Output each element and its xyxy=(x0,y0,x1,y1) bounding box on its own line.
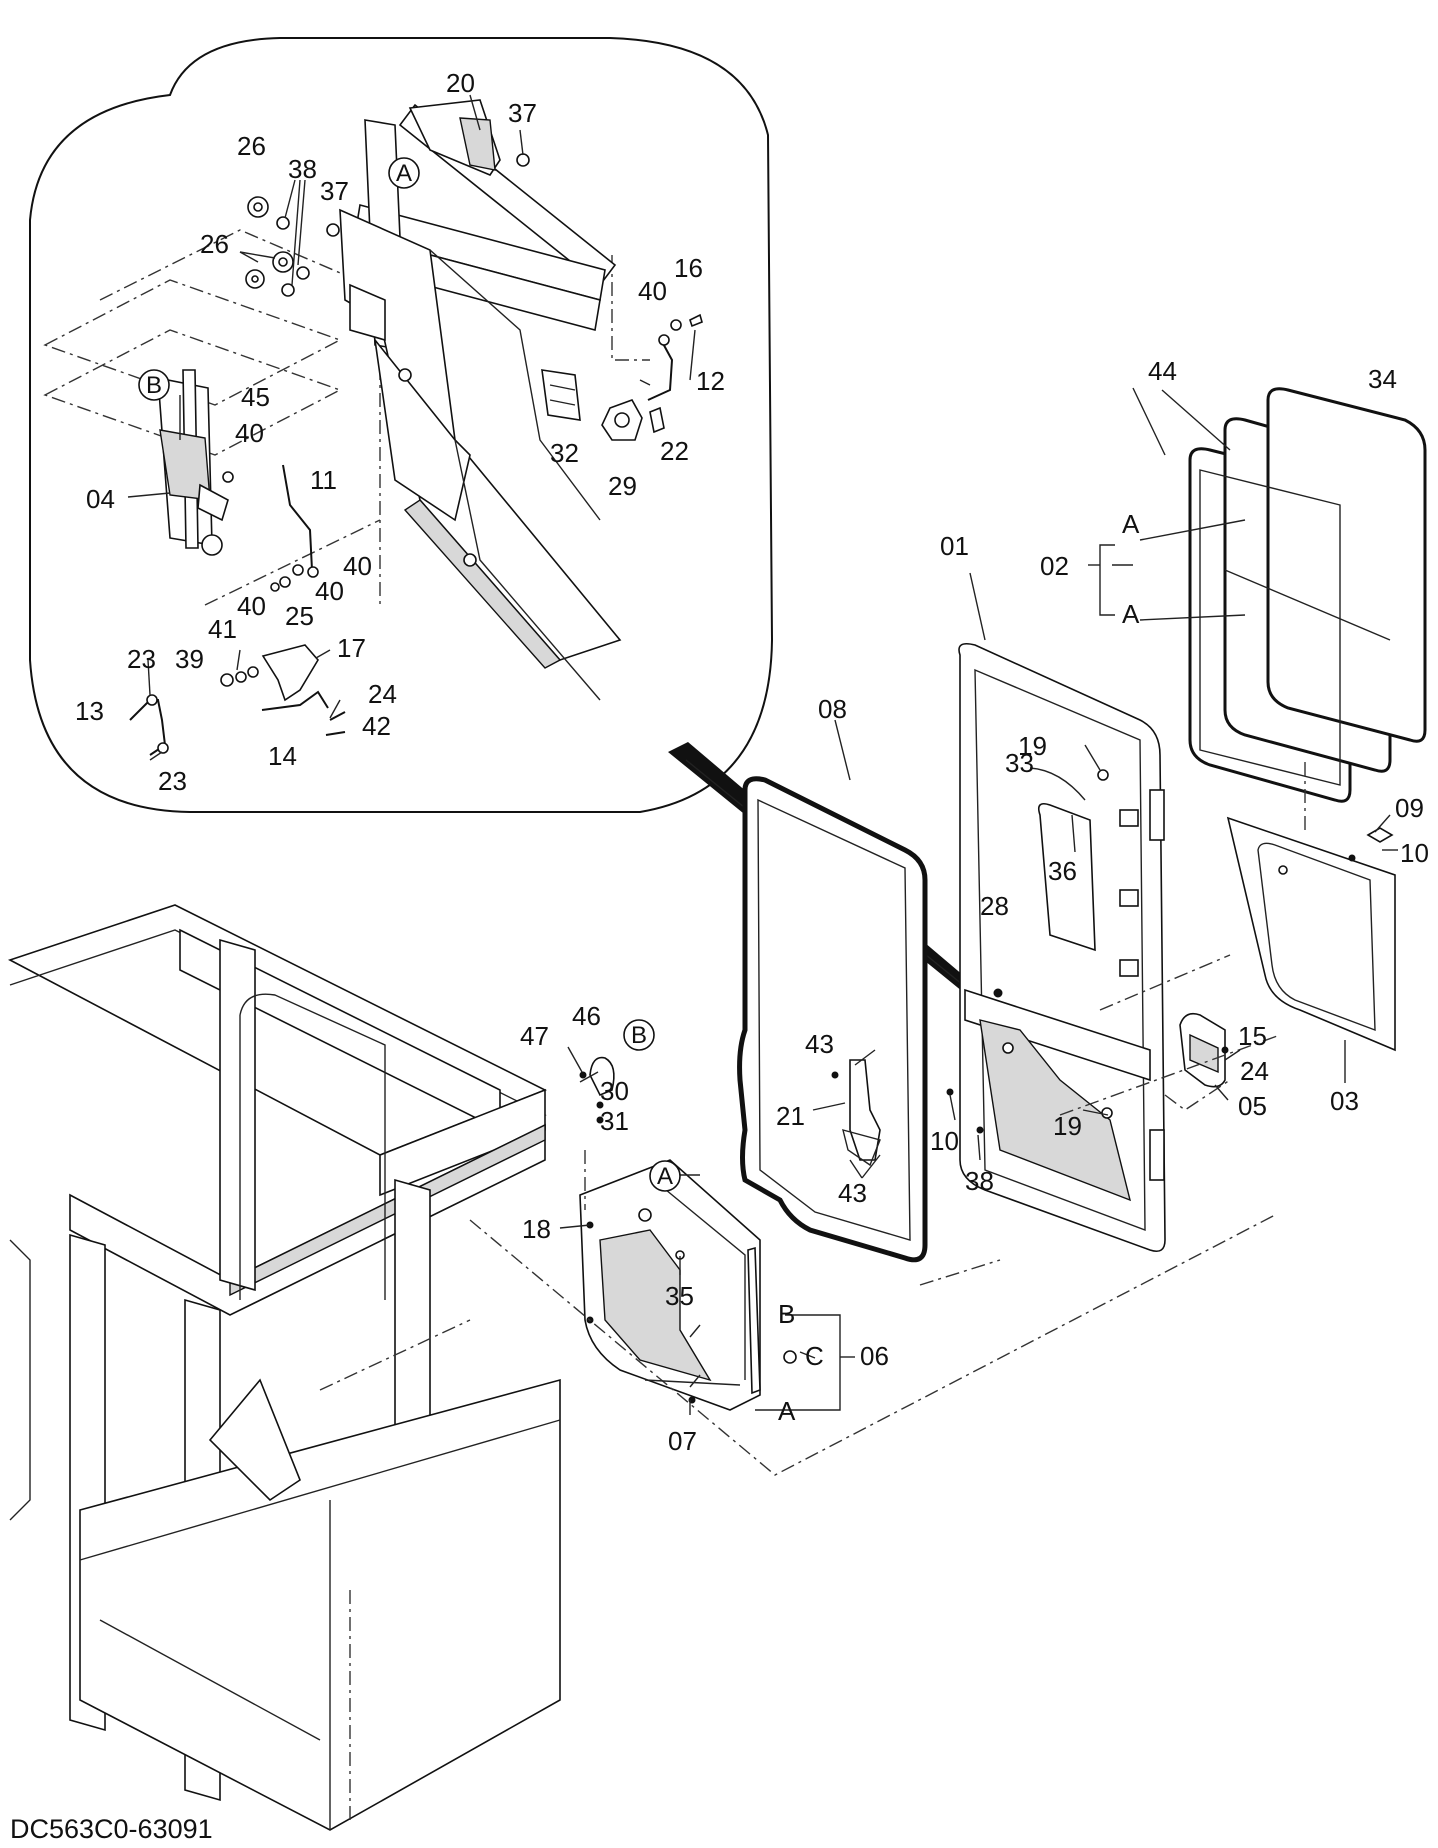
label-35: 35 xyxy=(665,1281,694,1311)
label-24: 24 xyxy=(368,679,397,709)
label-30: 30 xyxy=(600,1076,629,1106)
label-14: 14 xyxy=(268,741,297,771)
label-04: 04 xyxy=(86,484,115,514)
label-02: 02 xyxy=(1040,551,1069,581)
label-45: 45 xyxy=(241,382,270,412)
svg-text:B: B xyxy=(631,1022,647,1049)
label-21: 21 xyxy=(776,1101,805,1131)
label-37: 37 xyxy=(508,98,537,128)
label-23: 23 xyxy=(127,644,156,674)
marker-A-door: A xyxy=(649,1160,681,1192)
label-39: 39 xyxy=(175,644,204,674)
cab-frame xyxy=(7,904,561,1831)
svg-text:B: B xyxy=(146,372,162,399)
leader-lines xyxy=(127,94,1398,1415)
hardware-dots xyxy=(586,827,1394,1404)
label-05: 05 xyxy=(1238,1091,1267,1121)
pull-46 xyxy=(579,1056,615,1124)
label-40: 40 xyxy=(315,576,344,606)
label-37: 37 xyxy=(320,176,349,206)
label-29: 29 xyxy=(608,471,637,501)
label-C: C xyxy=(805,1341,824,1371)
label-07: 07 xyxy=(668,1426,697,1456)
glass-panels xyxy=(1188,387,1427,803)
label-40: 40 xyxy=(343,551,372,581)
label-B: B xyxy=(778,1299,795,1329)
label-47: 47 xyxy=(520,1021,549,1051)
label-09: 09 xyxy=(1395,793,1424,823)
window-03 xyxy=(1226,816,1396,1052)
label-23: 23 xyxy=(158,766,187,796)
part-labels: 20 37 26 38 37 26 16 40 12 45 40 04 11 3… xyxy=(75,68,1429,1456)
label-20: 20 xyxy=(446,68,475,98)
label-38: 38 xyxy=(288,154,317,184)
label-03: 03 xyxy=(1330,1086,1359,1116)
label-16: 16 xyxy=(674,253,703,283)
handle-05 xyxy=(1179,1012,1226,1088)
label-19: 19 xyxy=(1018,731,1047,761)
label-17: 17 xyxy=(337,633,366,663)
label-40: 40 xyxy=(235,418,264,448)
label-43: 43 xyxy=(805,1029,834,1059)
label-42: 42 xyxy=(362,711,391,741)
bracket-21 xyxy=(831,1059,881,1167)
marker-B-door: B xyxy=(623,1019,655,1051)
label-19: 19 xyxy=(1053,1111,1082,1141)
label-36: 36 xyxy=(1048,856,1077,886)
label-25: 25 xyxy=(285,601,314,631)
label-A: A xyxy=(1122,599,1140,629)
label-22: 22 xyxy=(660,436,689,466)
label-08: 08 xyxy=(818,694,847,724)
label-44: 44 xyxy=(1148,356,1177,386)
label-26: 26 xyxy=(200,229,229,259)
label-18: 18 xyxy=(522,1214,551,1244)
label-31: 31 xyxy=(600,1106,629,1136)
label-40: 40 xyxy=(237,591,266,621)
label-11: 11 xyxy=(310,465,337,495)
label-32: 32 xyxy=(550,438,579,468)
label-15: 15 xyxy=(1238,1021,1267,1051)
marker-A-detail: A xyxy=(388,157,420,189)
label-43: 43 xyxy=(838,1178,867,1208)
label-46: 46 xyxy=(572,1001,601,1031)
svg-text:A: A xyxy=(657,1163,673,1190)
label-26: 26 xyxy=(237,131,266,161)
label-40: 40 xyxy=(638,276,667,306)
label-41: 41 xyxy=(208,614,237,644)
label-01: 01 xyxy=(940,531,969,561)
label-06: 06 xyxy=(860,1341,889,1371)
label-12: 12 xyxy=(696,366,725,396)
label-33: 33 xyxy=(1005,748,1034,778)
label-13: 13 xyxy=(75,696,104,726)
drawing-code: DC563C0-63091 xyxy=(10,1814,213,1844)
label-24: 24 xyxy=(1240,1056,1269,1086)
door-frame-01 xyxy=(958,642,1166,1253)
label-10: 10 xyxy=(930,1126,959,1156)
svg-text:A: A xyxy=(396,160,412,187)
alignment-lines xyxy=(319,760,1306,1476)
label-10: 10 xyxy=(1400,838,1429,868)
seal-08 xyxy=(737,776,928,1263)
label-28: 28 xyxy=(980,891,1009,921)
trim-panel-07 xyxy=(579,1159,761,1411)
label-A: A xyxy=(1122,509,1140,539)
marker-B-detail: B xyxy=(138,369,170,401)
label-34: 34 xyxy=(1368,364,1397,394)
label-38: 38 xyxy=(965,1166,994,1196)
label-A: A xyxy=(778,1396,796,1426)
